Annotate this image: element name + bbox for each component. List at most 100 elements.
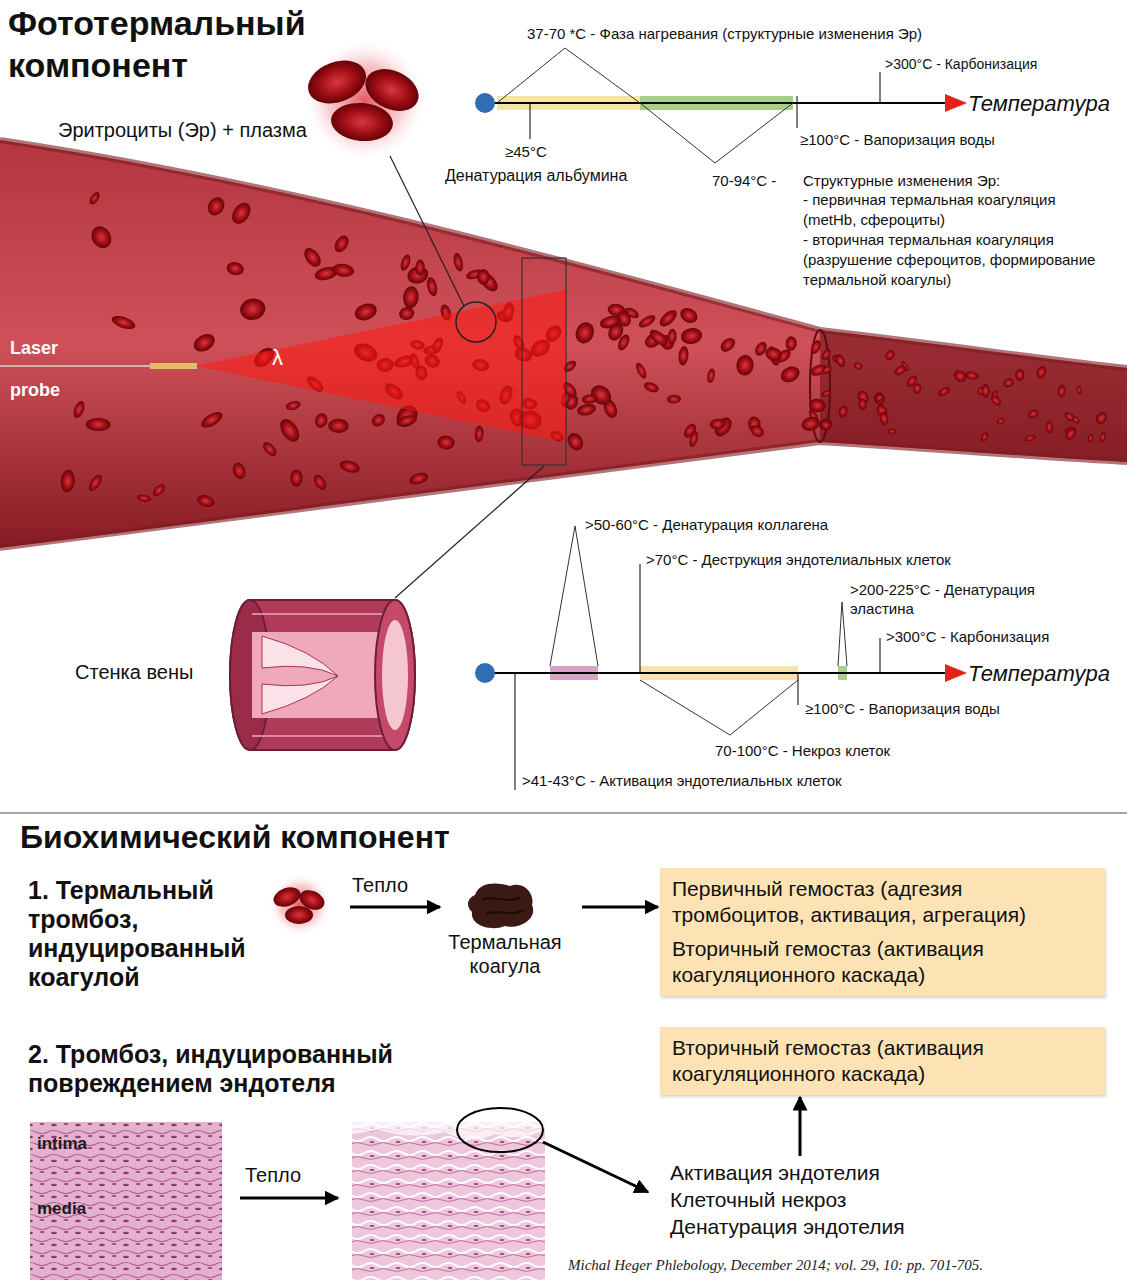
erythrocyte <box>637 313 657 330</box>
range-label: >70°C - Деструкция эндотелиальных клеток <box>646 551 951 569</box>
erythrocyte <box>408 471 430 487</box>
temperature-axis-blood-part <box>497 48 640 103</box>
part-label: Эритроциты (Эр) + плазма <box>58 118 307 142</box>
biochemical-drawing-part <box>268 873 332 937</box>
vein-wall-drawing <box>230 600 415 750</box>
erythrocyte <box>72 400 87 420</box>
temperature-axis-blood-part <box>640 103 793 163</box>
erythrocyte-cluster <box>302 38 427 162</box>
erythrocyte <box>605 321 626 344</box>
range-label: 70-100°C - Некроз клеток <box>715 742 890 760</box>
erythrocyte <box>477 270 501 295</box>
range-label: 70-94°C - <box>712 172 776 190</box>
erythrocyte <box>87 190 101 206</box>
node-text: Первичный гемостаз (адгезия тромбоцитов,… <box>672 876 1093 928</box>
erythrocyte <box>151 482 167 499</box>
section-title: Фототермальный компонент <box>8 2 353 86</box>
erythrocyte <box>837 404 849 418</box>
range-label: ≥45°C <box>505 143 547 161</box>
erythrocyte <box>706 368 716 384</box>
erythrocyte <box>276 416 303 446</box>
erythrocyte <box>581 393 598 404</box>
erythrocyte <box>228 199 254 227</box>
erythrocyte <box>785 336 797 351</box>
node-text: Термальная коагула <box>434 930 576 978</box>
erythrocyte <box>60 469 76 493</box>
erythrocyte <box>817 416 834 432</box>
erythrocyte <box>1087 434 1093 443</box>
vein-drawing-part <box>0 365 150 367</box>
erythrocyte <box>1024 434 1036 442</box>
erythrocyte <box>879 411 890 426</box>
vein-drawing-part <box>0 140 1127 548</box>
erythrocyte <box>332 262 356 278</box>
biochemical-drawing-part <box>30 1122 222 1280</box>
erythrocyte <box>978 387 984 396</box>
biochemical-drawing-part <box>482 898 524 914</box>
vein-drawing-part <box>0 442 1127 548</box>
erythrocyte <box>352 301 379 324</box>
erythrocyte <box>1071 415 1081 425</box>
erythrocyte <box>402 286 419 309</box>
erythrocyte <box>576 402 597 417</box>
erythrocyte <box>996 417 1006 426</box>
biochemical-drawing-part <box>352 1122 545 1280</box>
erythrocyte <box>1057 384 1066 398</box>
vein-wall-drawing-part <box>262 636 338 676</box>
subsection-title: 1. Термальный тромбоз, индуцированный ко… <box>28 876 283 992</box>
outcome-list: Активация эндотелияКлеточный некрозДенат… <box>660 1158 1020 1242</box>
vein-wall-drawing-part <box>375 600 415 750</box>
leader-lines-part <box>456 302 496 342</box>
erythrocyte <box>564 430 586 453</box>
erythrocytes <box>60 190 1109 509</box>
node-text: Вторичный гемостаз (активация коагуляцио… <box>672 936 1093 988</box>
vein-drawing-part <box>150 363 197 369</box>
erythrocyte <box>821 389 833 398</box>
erythrocyte <box>989 393 1003 407</box>
temperature-axis-wall-part <box>640 680 798 735</box>
hemostasis-box: Вторичный гемостаз (активация коагуляцио… <box>660 1027 1105 1095</box>
erythrocyte <box>718 335 738 354</box>
erythrocyte <box>688 430 700 448</box>
erythrocyte <box>808 398 826 413</box>
hemostasis-box: Первичный гемостаз (адгезия тромбоцитов,… <box>660 868 1105 996</box>
erythrocyte <box>369 411 387 429</box>
erythrocyte <box>338 458 361 475</box>
range-label: Денатурация альбумина <box>445 166 627 186</box>
temperature-axis-wall-part <box>880 638 881 673</box>
erythrocyte <box>678 305 701 326</box>
erythrocyte <box>980 431 990 442</box>
erythrocyte <box>199 409 225 431</box>
range-label: ≥100°C - Вапоризация воды <box>800 131 995 149</box>
note-text: - первичная термальная коагуляция (metHb… <box>803 190 1103 230</box>
temperature-axis-blood-part <box>797 96 798 128</box>
erythrocyte <box>1045 420 1053 434</box>
tissue-label: intima <box>37 1133 87 1154</box>
erythrocyte <box>834 353 847 369</box>
erythrocyte <box>634 361 649 380</box>
erythrocyte <box>800 415 821 433</box>
erythrocyte <box>643 380 661 394</box>
erythrocyte-cluster-part <box>329 100 394 143</box>
part-label: Стенка вены <box>75 660 193 684</box>
temperature-axis-wall-part <box>798 673 799 705</box>
erythrocyte <box>230 461 247 481</box>
biochemical-drawing-part <box>543 1142 648 1192</box>
erythrocyte-cluster-part <box>302 53 372 111</box>
range-label: >41-43°C - Активация эндотелиальных клет… <box>522 772 852 790</box>
erythrocyte <box>332 233 352 255</box>
probe-label: probe <box>10 379 60 401</box>
source-caption: Michal Heger Phlebology, December 2014; … <box>568 1256 983 1274</box>
axis-label: Температура <box>968 90 1110 117</box>
erythrocyte <box>196 493 216 509</box>
vein-drawing <box>0 140 1127 548</box>
erythrocyte <box>290 469 303 487</box>
erythrocyte <box>821 364 834 376</box>
connector-arrow <box>799 1097 802 1156</box>
temperature-axis-blood-part <box>530 103 531 139</box>
node-text: Клеточный некроз <box>670 1187 1010 1213</box>
erythrocyte <box>301 245 324 270</box>
temperature-axis-wall-part <box>945 664 967 682</box>
wavelength-label: λ <box>272 344 283 371</box>
